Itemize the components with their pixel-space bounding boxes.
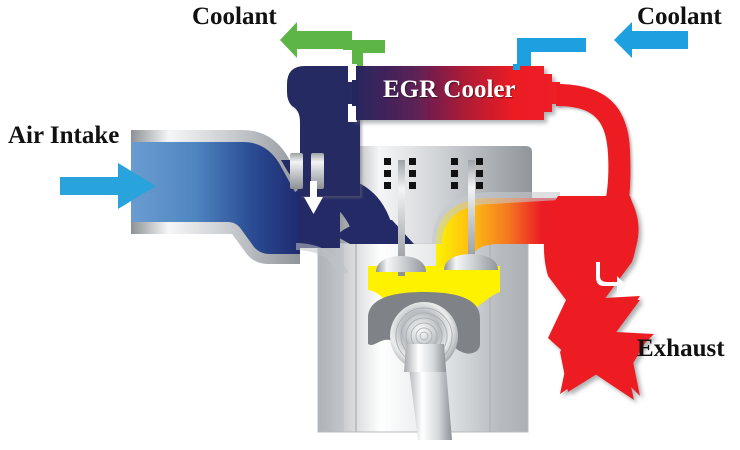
pipe-collar-left — [290, 153, 303, 189]
exhaust-port — [432, 192, 560, 270]
label-coolant-in: Coolant — [637, 3, 722, 30]
label-coolant-out: Coolant — [192, 3, 277, 30]
exhaust-arrow — [543, 196, 654, 400]
exhaust-valve — [444, 160, 498, 270]
label-air-intake: Air Intake — [8, 122, 120, 149]
air-intake-arrow-icon — [60, 163, 156, 209]
label-egr-cooler: EGR Cooler — [383, 76, 516, 103]
coolant-out-arrow-icon — [280, 22, 352, 58]
connecting-rod — [404, 344, 452, 440]
coolant-outlet-pipe — [280, 22, 385, 72]
intake-valve — [376, 160, 426, 276]
coolant-inlet-pipe — [517, 22, 688, 72]
exhaust-curl-arrow — [596, 262, 625, 292]
pipe-collar-right — [311, 153, 324, 189]
coolant-in-arrow-icon — [614, 22, 688, 58]
intake-down-arrow — [304, 181, 323, 214]
egr-cooler — [348, 64, 560, 122]
label-exhaust: Exhaust — [637, 335, 725, 362]
valve-guide-dots — [384, 158, 483, 189]
